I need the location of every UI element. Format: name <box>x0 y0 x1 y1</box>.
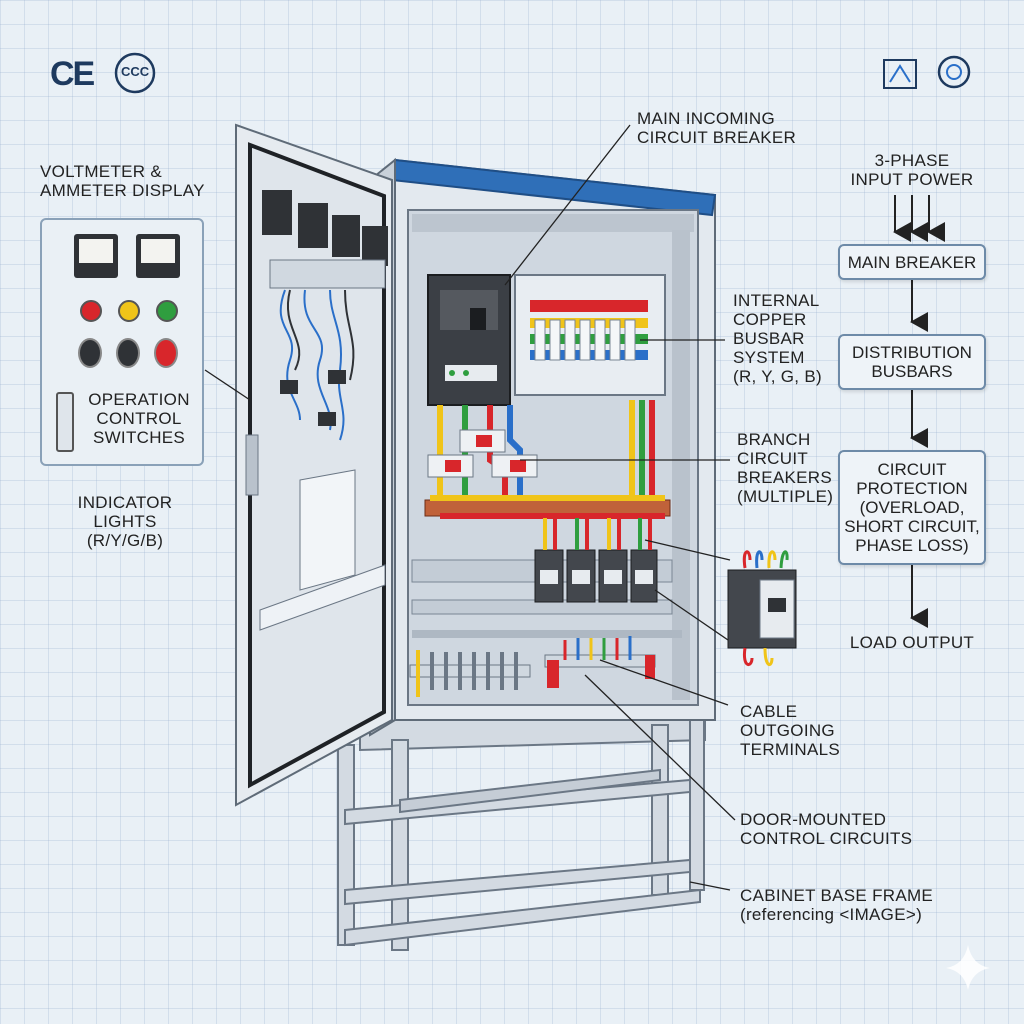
operation-switches-label: OPERATION CONTROL SWITCHES <box>88 390 190 447</box>
cabinet-door <box>235 123 393 807</box>
cabinet-body <box>369 157 717 737</box>
yellow-light-icon <box>118 300 140 322</box>
stop-button-icon <box>154 338 178 368</box>
branch-breakers-label: BRANCH CIRCUIT BREAKERS (MULTIPLE) <box>737 430 834 506</box>
main-incoming-breaker-label: MAIN INCOMING CIRCUIT BREAKER <box>637 109 797 147</box>
detail-breaker <box>727 550 797 667</box>
callout-leader-lines <box>204 124 736 891</box>
ce-mark: CE <box>50 55 95 93</box>
busbar-yellow-strip <box>430 495 665 501</box>
selector-switch-icon <box>116 338 140 368</box>
green-light-icon <box>156 300 178 322</box>
door-control-label: DOOR-MOUNTED CONTROL CIRCUITS <box>740 810 913 848</box>
sparkle-icon <box>946 945 990 990</box>
door-handle-icon <box>56 392 74 452</box>
voltmeter-icon <box>74 234 118 278</box>
flow-main-breaker-box: MAIN BREAKER <box>838 244 986 280</box>
busbar-red-strip <box>440 513 665 519</box>
flow-input-label: 3-PHASE INPUT POWER <box>850 151 974 189</box>
main-breaker-device <box>427 274 511 406</box>
flow-output-label: LOAD OUTPUT <box>849 633 975 652</box>
busbar-system-label: INTERNAL COPPER BUSBAR SYSTEM (R, Y, G, … <box>733 291 822 386</box>
voltmeter-display-label: VOLTMETER & AMMETER DISPLAY <box>40 162 205 200</box>
busbar-compartment <box>514 274 666 396</box>
cable-terminals-label: CABLE OUTGOING TERMINALS <box>740 702 840 759</box>
selector-switch-icon <box>78 338 102 368</box>
control-panel-inset: OPERATION CONTROL SWITCHES <box>40 218 204 466</box>
indicator-lights-label: INDICATOR LIGHTS (R/Y/G/B) <box>77 493 173 550</box>
flow-arrows <box>893 195 945 628</box>
ccc-mark-icon <box>114 52 156 94</box>
cabinet-base-frame <box>337 719 706 951</box>
base-frame-label: CABINET BASE FRAME (referencing <IMAGE>) <box>740 886 934 924</box>
ammeter-icon <box>136 234 180 278</box>
red-light-icon <box>80 300 102 322</box>
ccc-mark: CCC <box>121 64 150 79</box>
terminal-blocks <box>409 636 656 697</box>
flow-protection-box: CIRCUIT PROTECTION (OVERLOAD, SHORT CIRC… <box>838 450 986 565</box>
branch-breakers <box>534 518 658 603</box>
certification-logos-right <box>883 55 971 89</box>
flow-main-breaker-text: MAIN BREAKER <box>847 252 977 272</box>
